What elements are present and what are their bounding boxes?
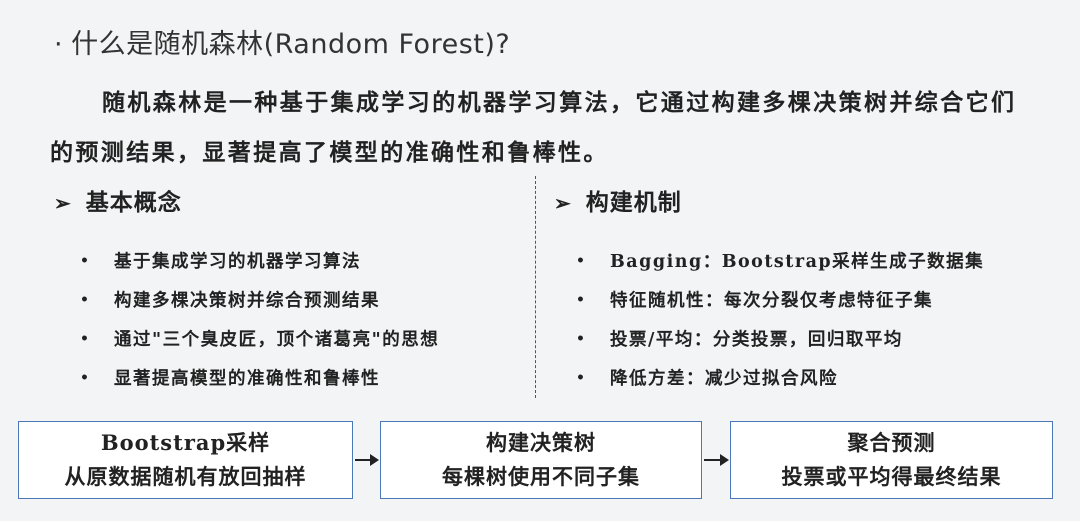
- list-item: •通过"三个臭皮匠，顶个诸葛亮"的思想: [80, 330, 440, 350]
- column-divider: [535, 176, 536, 398]
- bullet-icon: •: [576, 330, 587, 347]
- title-bullet: ·: [54, 29, 64, 60]
- arrow-marker-icon: ➢: [554, 191, 572, 215]
- list-item: •构建多棵决策树并综合预测结果: [80, 291, 380, 311]
- flow-step-bootstrap: Bootstrap采样 从原数据随机有放回抽样: [18, 421, 353, 499]
- basic-concepts-heading: ➢ 基本概念: [54, 183, 182, 217]
- intro-paragraph: 随机森林是一种基于集成学习的机器学习算法，它通过构建多棵决策树并综合它们的预测结…: [50, 89, 1017, 166]
- flow-step-title: Bootstrap采样: [100, 430, 271, 455]
- flow-step-description: 每棵树使用不同子集: [442, 464, 640, 489]
- flow-step-description: 投票或平均得最终结果: [781, 464, 1002, 489]
- construction-mechanism-list: •Bagging：Bootstrap采样生成子数据集 •特征随机性：每次分裂仅考…: [576, 241, 984, 397]
- flow-step-aggregate: 聚合预测 投票或平均得最终结果: [730, 421, 1053, 499]
- flow-step-description: 从原数据随机有放回抽样: [64, 464, 307, 489]
- bullet-icon: •: [80, 330, 91, 347]
- flow-arrow-icon: [704, 454, 729, 466]
- basic-concepts-list: •基于集成学习的机器学习算法 •构建多棵决策树并综合预测结果 •通过"三个臭皮匠…: [80, 241, 439, 397]
- list-item: •Bagging：Bootstrap采样生成子数据集: [576, 252, 985, 272]
- construction-mechanism-heading: ➢ 构建机制: [554, 183, 682, 217]
- list-item: •特征随机性：每次分裂仅考虑特征子集: [576, 291, 933, 311]
- list-item: •显著提高模型的准确性和鲁棒性: [80, 369, 380, 389]
- bullet-icon: •: [80, 369, 91, 386]
- bullet-icon: •: [576, 291, 587, 308]
- list-item: •投票/平均：分类投票，回归取平均: [576, 330, 903, 350]
- bullet-icon: •: [576, 252, 587, 269]
- construction-mechanism-heading-text: 构建机制: [585, 189, 682, 216]
- list-item: •基于集成学习的机器学习算法: [80, 252, 361, 272]
- basic-concepts-heading-text: 基本概念: [85, 189, 182, 216]
- flow-arrow-icon: [355, 454, 379, 466]
- flow-step-title: 聚合预测: [847, 430, 936, 455]
- title-text: 什么是随机森林(Random Forest)?: [71, 29, 511, 60]
- bullet-icon: •: [80, 252, 91, 269]
- page-title: ·什么是随机森林(Random Forest)?: [54, 22, 510, 61]
- arrow-marker-icon: ➢: [54, 191, 72, 215]
- list-item: •降低方差：减少过拟合风险: [576, 369, 838, 389]
- flow-step-title: 构建决策树: [486, 430, 596, 455]
- bullet-icon: •: [80, 291, 91, 308]
- bullet-icon: •: [576, 369, 587, 386]
- flow-step-build-trees: 构建决策树 每棵树使用不同子集: [380, 421, 702, 499]
